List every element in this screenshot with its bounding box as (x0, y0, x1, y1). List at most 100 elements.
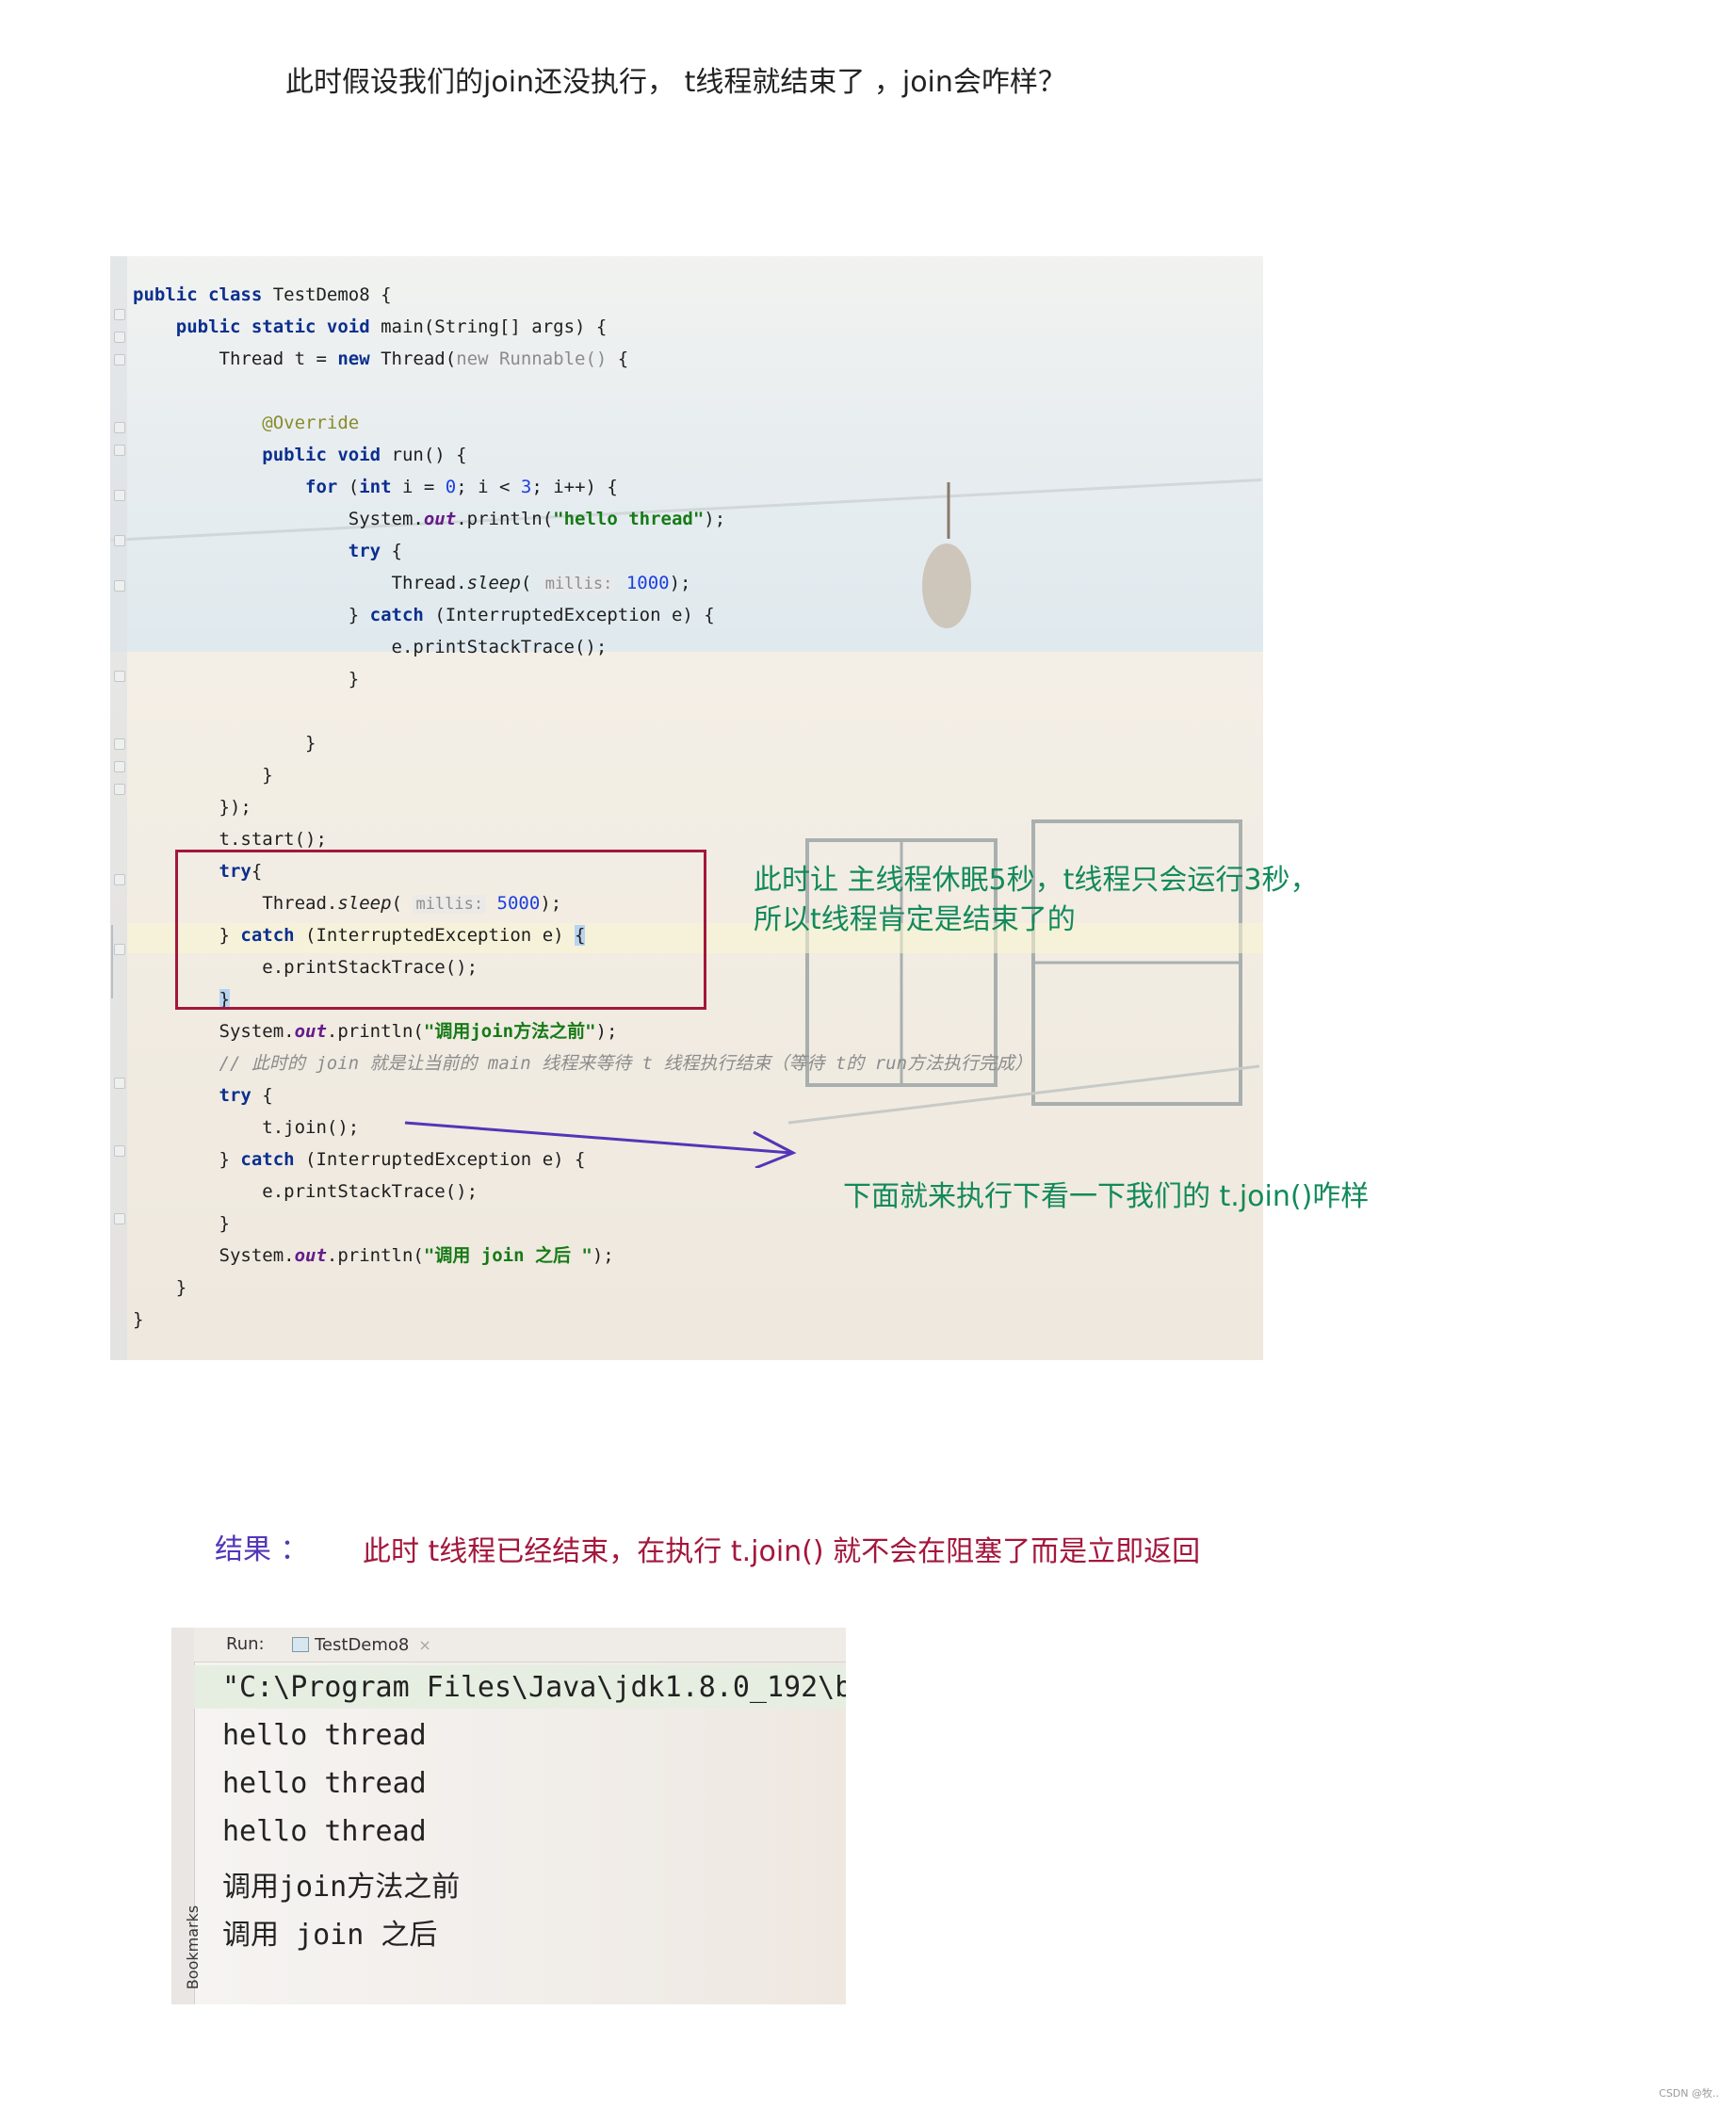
code-line[interactable]: e.printStackTrace(); (133, 957, 478, 978)
code-line[interactable]: try{ (133, 861, 263, 882)
code-token: { (575, 925, 586, 946)
code-line[interactable]: public static void main(String[] args) { (133, 316, 608, 337)
fold-marker[interactable] (114, 580, 125, 592)
code-token: System. (133, 1245, 295, 1266)
code-token: { (262, 1085, 273, 1106)
code-line[interactable]: t.start(); (133, 829, 327, 850)
console-line: 调用 join 之后 (222, 1919, 438, 1952)
code-line[interactable]: // 此时的 join 就是让当前的 main 线程来等待 t 线程执行结束（等… (133, 1053, 1033, 1074)
code-token: Thread( (381, 349, 457, 369)
code-token: new (337, 349, 381, 369)
fold-marker[interactable] (114, 761, 125, 772)
code-line[interactable]: } catch (InterruptedException e) { (133, 1149, 586, 1170)
code-line[interactable]: public void run() { (133, 445, 466, 465)
tab-testdemo8[interactable]: TestDemo8 × (292, 1631, 431, 1658)
fold-marker[interactable] (114, 535, 125, 546)
run-label: Run: (226, 1634, 265, 1654)
fold-marker[interactable] (114, 874, 125, 885)
code-line[interactable]: } (133, 733, 316, 754)
code-token: t.start(); (133, 829, 327, 850)
code-token: i = (402, 477, 446, 497)
background-wall (110, 652, 1263, 1360)
fold-marker[interactable] (114, 738, 125, 750)
code-token: "hello thread" (553, 509, 705, 529)
code-line[interactable]: } (133, 1309, 143, 1330)
code-line[interactable]: } (133, 765, 272, 786)
fold-marker[interactable] (114, 422, 125, 433)
console-command-line-bg (194, 1665, 846, 1709)
note-sleep: 此时让 主线程休眠5秒，t线程只会运行3秒， 所以t线程肯定是结束了的 (754, 861, 1318, 940)
code-token: Thread. (133, 893, 338, 914)
code-line[interactable]: t.join(); (133, 1117, 359, 1138)
code-token: @Override (133, 413, 360, 433)
run-config-icon (292, 1637, 309, 1652)
code-token: new Runnable() (456, 349, 608, 369)
fold-marker[interactable] (114, 445, 125, 456)
code-line[interactable]: for (int i = 0; i < 3; i++) { (133, 477, 618, 497)
bookmarks-tab[interactable]: Bookmarks (184, 1905, 203, 1990)
code-line[interactable]: public class TestDemo8 { (133, 284, 392, 305)
code-line[interactable]: System.out.println("hello thread"); (133, 509, 725, 529)
code-token: .println( (326, 1245, 424, 1266)
fold-marker[interactable] (114, 784, 125, 795)
code-token: catch (240, 1149, 306, 1170)
code-line[interactable]: System.out.println("调用join方法之前"); (133, 1021, 618, 1042)
fold-marker[interactable] (114, 1078, 125, 1089)
code-token: public void (133, 445, 392, 465)
code-token (615, 573, 625, 593)
code-token: } (133, 1309, 144, 1330)
code-token: Thread. (133, 573, 467, 593)
background-cello-image (922, 482, 971, 628)
code-token: out (294, 1245, 327, 1266)
code-token: main(String[] args) { (381, 316, 608, 337)
code-token: (InterruptedException e) { (434, 605, 715, 625)
code-token: out (294, 1021, 327, 1042)
code-line[interactable]: e.printStackTrace(); (133, 637, 608, 657)
code-token: ; i < (456, 477, 521, 497)
code-line[interactable]: Thread.sleep( millis: 1000); (133, 573, 690, 594)
code-line[interactable]: } (133, 1213, 230, 1234)
code-line[interactable]: } (133, 989, 230, 1010)
close-icon[interactable]: × (418, 1635, 431, 1654)
code-line[interactable]: e.printStackTrace(); (133, 1181, 478, 1202)
code-line[interactable]: Thread.sleep( millis: 5000); (133, 893, 561, 915)
code-line[interactable]: } catch (InterruptedException e) { (133, 925, 586, 946)
fold-marker[interactable] (114, 671, 125, 682)
code-token: catch (240, 925, 306, 946)
code-token: sleep (337, 893, 392, 914)
fold-marker[interactable] (114, 354, 125, 365)
fold-marker[interactable] (114, 309, 125, 320)
highlight-box-main-sleep (175, 850, 706, 1010)
console-line: "C:\Program Files\Java\jdk1.8.0_192\b (222, 1671, 846, 1704)
code-line[interactable]: System.out.println("调用 join 之后 "); (133, 1245, 614, 1266)
code-line[interactable]: } catch (InterruptedException e) { (133, 605, 715, 625)
console-line: hello thread (222, 1815, 427, 1848)
note-join: 下面就来执行下看一下我们的 t.join()咋样 (843, 1180, 1370, 1213)
code-token: .println( (326, 1021, 424, 1042)
code-line[interactable]: @Override (133, 413, 359, 433)
fold-marker[interactable] (114, 1213, 125, 1224)
current-line-highlight (127, 923, 1263, 953)
code-token: ); (669, 573, 691, 593)
code-token: millis: (542, 575, 616, 593)
code-token: ( (520, 573, 543, 593)
note-sleep-line-2: 所以t线程肯定是结束了的 (754, 903, 1076, 936)
code-line[interactable]: try { (133, 541, 402, 561)
fold-marker[interactable] (114, 1145, 125, 1157)
code-editor-screenshot: public class TestDemo8 { public static v… (110, 256, 1263, 1360)
fold-marker[interactable] (114, 490, 125, 501)
code-token: TestDemo8 { (272, 284, 392, 305)
code-token: ( (391, 893, 414, 914)
code-line[interactable]: } (133, 1277, 187, 1298)
run-console: Bookmarks Run: TestDemo8 × "C:\Program F… (171, 1628, 846, 2004)
fold-marker[interactable] (114, 332, 125, 343)
code-token: Thread t = (133, 349, 338, 369)
arrow-icon (404, 1121, 797, 1168)
code-line[interactable]: } (133, 669, 359, 689)
code-line[interactable]: try { (133, 1085, 273, 1106)
fold-marker[interactable] (114, 944, 125, 955)
code-line[interactable]: Thread t = new Thread(new Runnable() { (133, 349, 629, 369)
code-line[interactable]: }); (133, 797, 251, 818)
page-heading: 此时假设我们的join还没执行， t线程就结束了 ，join会咋样？ (285, 66, 1066, 99)
code-token: System. (133, 1021, 295, 1042)
